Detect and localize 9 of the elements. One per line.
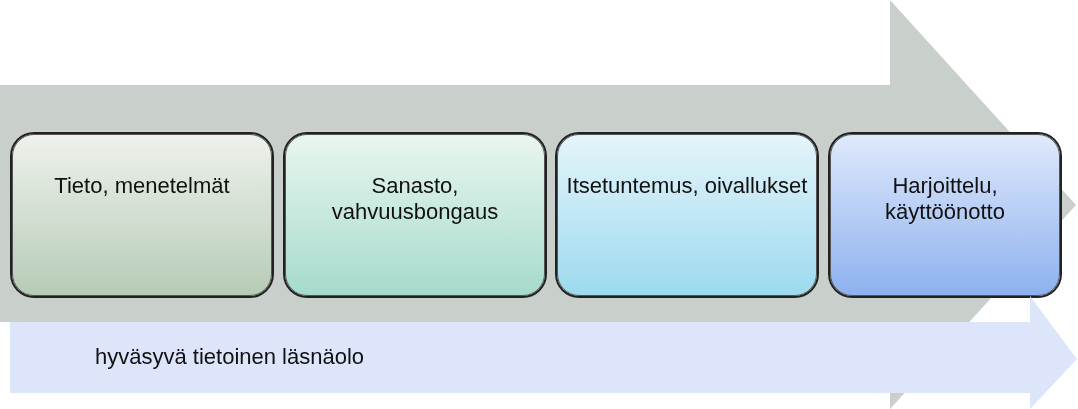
box-label: Harjoittelu, käyttöönotto — [884, 173, 1006, 227]
stage-box — [12, 134, 272, 296]
stage-box — [830, 134, 1060, 296]
box-label: Tieto, menetelmät — [54, 173, 230, 200]
box-label: Itsetuntemus, oivallukset — [566, 173, 808, 200]
arrow-label: hyväsyvä tietoinen läsnäolo — [95, 344, 365, 371]
stage-box — [285, 134, 545, 296]
stage-box — [557, 134, 817, 296]
box-label: Sanasto, vahvuusbongaus — [330, 173, 500, 227]
